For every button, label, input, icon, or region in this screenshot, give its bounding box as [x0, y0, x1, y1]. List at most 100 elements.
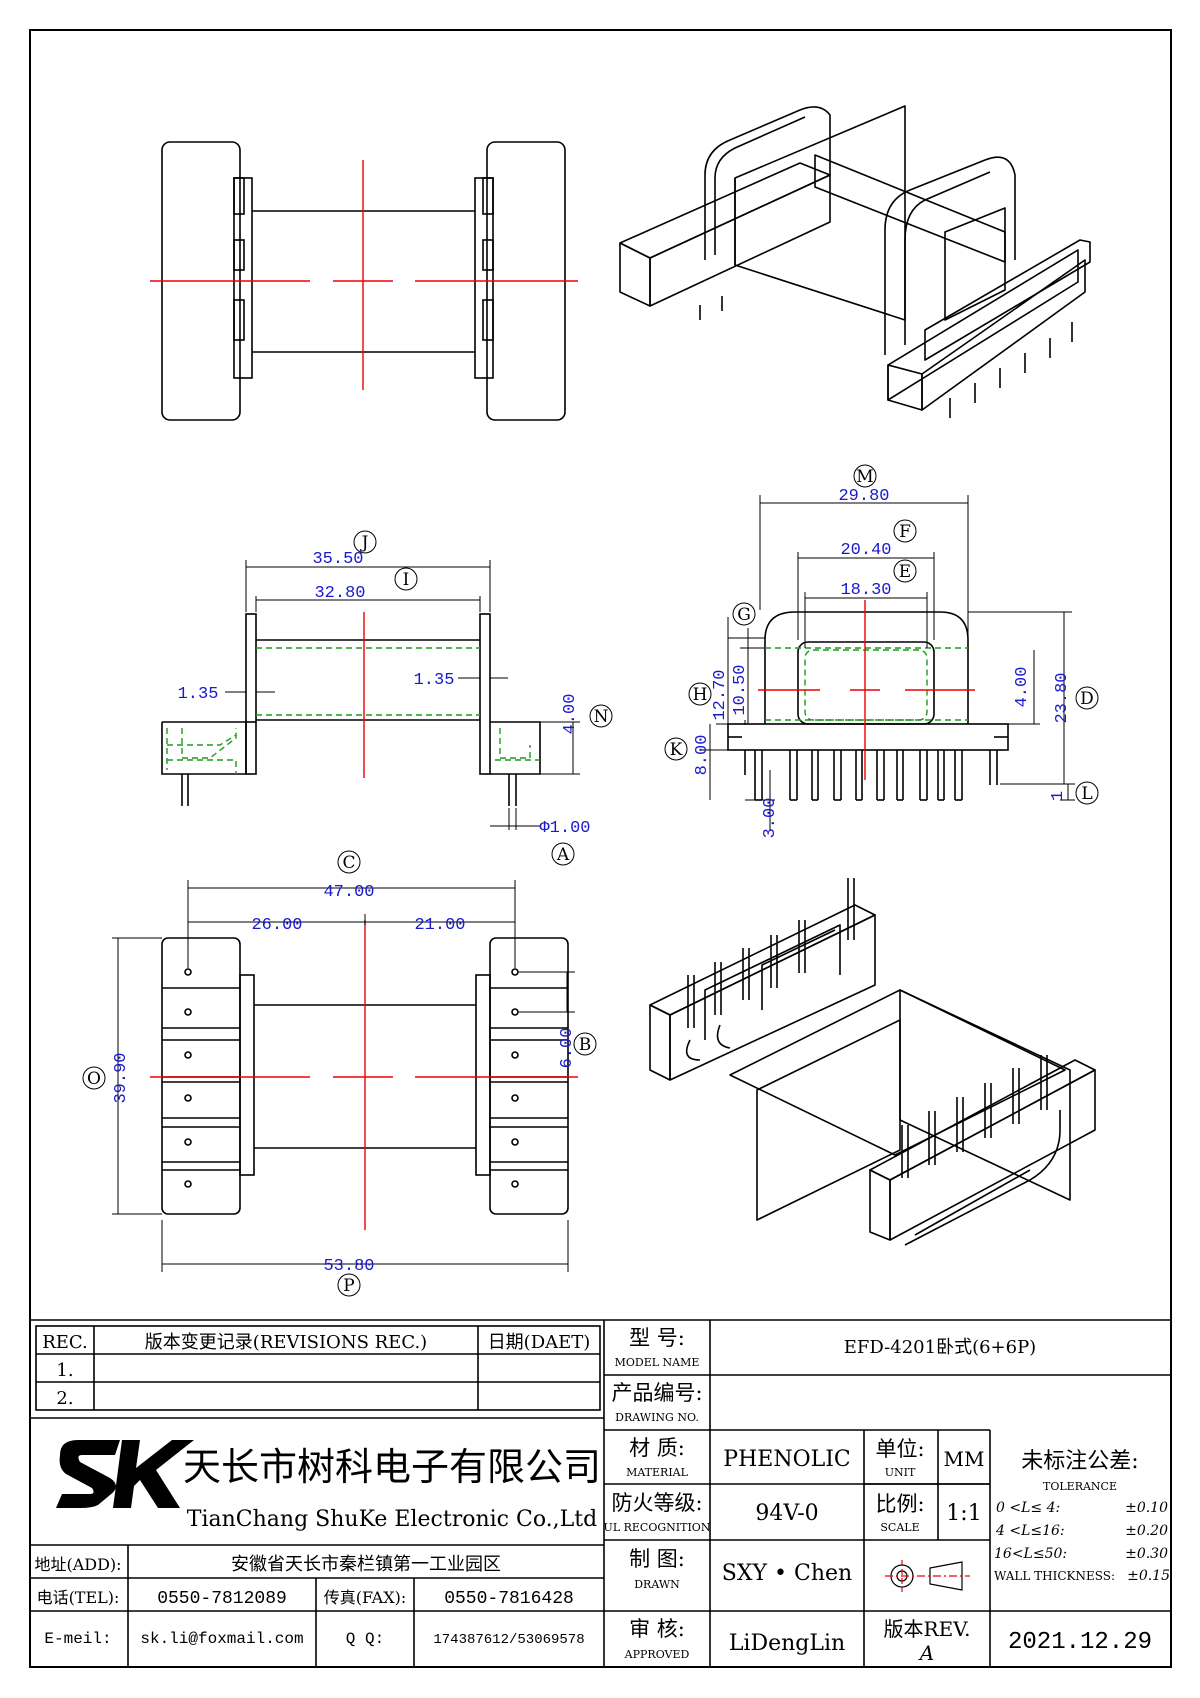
- dim-53-80: 53.80: [323, 1257, 374, 1276]
- dim-20-40: 20.40: [840, 541, 891, 560]
- model-value: EFD-4201卧式(6+6P): [844, 1337, 1036, 1358]
- label-I: I: [403, 570, 410, 590]
- end-view-dimensions: [700, 495, 1075, 830]
- dim-pin-dia: Φ1.00: [539, 819, 590, 838]
- fax-value: 0550-7816428: [444, 1589, 574, 1609]
- approved-value: LiDengLin: [729, 1631, 845, 1656]
- dim-47-00: 47.00: [323, 883, 374, 902]
- qq-value: 174387612/53069578: [433, 1632, 584, 1648]
- title-block-text: REC. 版本变更记录(REVISIONS REC.) 日期(DAET) 1. …: [34, 1326, 1170, 1665]
- label-C: C: [342, 853, 355, 873]
- balloon-letters: M F E G H K D L J I N A C B O P: [87, 467, 1094, 1296]
- tolerance-value-3: ±0.30: [1125, 1546, 1168, 1562]
- rev-value: A: [918, 1641, 934, 1665]
- label-O: O: [87, 1069, 101, 1089]
- email-value: sk.li@foxmail.com: [140, 1630, 303, 1648]
- label-A: A: [556, 845, 570, 865]
- drawing-label-cn: 产品编号:: [611, 1381, 702, 1405]
- tolerance-label-cn: 未标注公差:: [1021, 1449, 1138, 1474]
- dim-32-80: 32.80: [314, 584, 365, 603]
- dim-21-00: 21.00: [414, 916, 465, 935]
- scale-value: 1:1: [946, 1501, 981, 1526]
- label-E: E: [899, 562, 911, 582]
- email-label: E-meil:: [44, 1630, 111, 1648]
- model-label-cn: 型 号:: [629, 1326, 685, 1350]
- label-M: M: [856, 467, 873, 487]
- label-N: N: [594, 707, 609, 727]
- addr-value: 安徽省天长市秦栏镇第一工业园区: [231, 1554, 501, 1575]
- ul-label-en: UL RECOGNITION: [604, 1521, 711, 1534]
- dim-1: 1: [1049, 791, 1068, 801]
- iso-view-top: [619, 105, 1091, 418]
- label-L: L: [1081, 784, 1092, 804]
- top-view-centerlines: [150, 160, 578, 390]
- dim-35-50: 35.50: [312, 550, 363, 569]
- model-label-en: MODEL NAME: [615, 1356, 700, 1369]
- balloon-labels: [82, 464, 1099, 1297]
- rev-row-1: 1.: [56, 1360, 73, 1381]
- dim-4-00-end: 4.00: [1013, 667, 1032, 708]
- label-J: J: [360, 533, 369, 553]
- iso-view-bottom: [649, 878, 1096, 1246]
- unit-label-cn: 单位:: [875, 1437, 924, 1461]
- label-F: F: [899, 522, 911, 542]
- end-view-centerlines: [758, 600, 975, 780]
- material-label-en: MATERIAL: [626, 1466, 689, 1479]
- label-D: D: [1080, 689, 1094, 709]
- side-view-hidden: [166, 647, 540, 774]
- wall-thickness-value: ±0.15: [1127, 1568, 1170, 1584]
- company-logo: [56, 1440, 194, 1508]
- approved-label-en: APPROVED: [624, 1648, 690, 1661]
- dim-1-35-right: 1.35: [414, 671, 455, 690]
- end-view-hidden: [765, 647, 968, 721]
- dim-29-80: 29.80: [838, 487, 889, 506]
- drawn-value: SXY • Chen: [722, 1561, 852, 1586]
- label-P: P: [343, 1276, 354, 1296]
- dim-3-00: 3.00: [761, 798, 780, 839]
- dim-26-00: 26.00: [251, 916, 302, 935]
- unit-label-en: UNIT: [885, 1466, 916, 1479]
- material-label-cn: 材 质:: [629, 1436, 685, 1460]
- unit-value: MM: [944, 1447, 985, 1471]
- dim-18-30: 18.30: [840, 581, 891, 600]
- tolerance-value-2: ±0.20: [1125, 1523, 1168, 1539]
- end-view: [727, 611, 1009, 801]
- material-value: PHENOLIC: [723, 1447, 850, 1472]
- label-B: B: [579, 1035, 592, 1055]
- dim-8-00: 8.00: [693, 735, 712, 776]
- ul-label-cn: 防火等级:: [611, 1491, 702, 1515]
- dim-1-35-left: 1.35: [178, 685, 219, 704]
- projection-symbol-icon: [885, 1560, 970, 1592]
- rev-label: 版本REV.: [884, 1617, 971, 1641]
- bottom-view-centerlines: [150, 920, 578, 1230]
- label-K: K: [670, 740, 683, 760]
- tolerance-range-1: 0 <L≤ 4:: [996, 1500, 1060, 1516]
- tolerance-label-en: TOLERANCE: [1043, 1480, 1117, 1493]
- dim-23-80: 23.80: [1053, 672, 1072, 723]
- dim-4-00-base: 4.00: [561, 694, 580, 735]
- side-view-dimensions: [225, 560, 580, 830]
- side-view: [161, 613, 541, 806]
- dim-6-00: 6.00: [558, 1028, 577, 1069]
- tolerance-range-2: 4 <L≤16:: [995, 1523, 1065, 1539]
- rev-row-2: 2.: [56, 1388, 73, 1409]
- company-name-en: TianChang ShuKe Electronic Co.,Ltd: [187, 1507, 597, 1532]
- company-name-cn: 天长市树科电子有限公司: [183, 1445, 601, 1489]
- drawn-label-cn: 制 图:: [629, 1547, 685, 1571]
- label-G: G: [737, 605, 751, 625]
- drawing-label-en: DRAWING NO.: [615, 1411, 699, 1424]
- date-value: 2021.12.29: [1008, 1629, 1152, 1656]
- title-block: [30, 1319, 1171, 1667]
- approved-label-cn: 审 核:: [629, 1617, 685, 1641]
- bottom-view-dim-text: 47.00 26.00 21.00 6.00 39.90 53.80: [112, 883, 577, 1276]
- tel-label: 电话(TEL):: [37, 1588, 120, 1607]
- qq-label: Q Q:: [346, 1630, 384, 1648]
- sheet-border: [29, 29, 1172, 1668]
- tolerance-range-3: 16<L≤50:: [994, 1546, 1067, 1562]
- rev-desc-header: 版本变更记录(REVISIONS REC.): [145, 1332, 427, 1353]
- side-view-dim-text: 35.50 32.80 1.35 1.35 4.00 Φ1.00: [178, 550, 591, 838]
- scale-label-en: SCALE: [880, 1521, 919, 1534]
- dim-10-50: 10.50: [731, 664, 750, 715]
- scale-label-cn: 比例:: [875, 1492, 924, 1516]
